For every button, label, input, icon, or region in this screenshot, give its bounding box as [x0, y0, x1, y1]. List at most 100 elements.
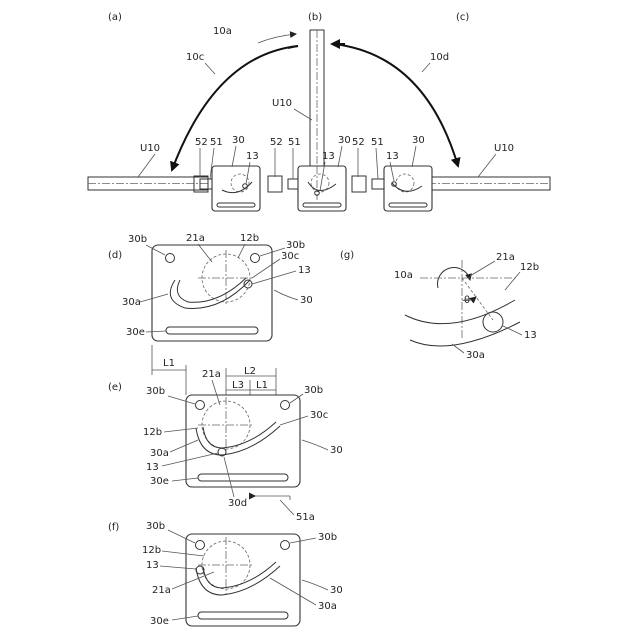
label-30b-right-e: 30b	[304, 385, 323, 396]
label-u10-right: U10	[494, 143, 514, 154]
label-30-c: 30	[412, 135, 425, 146]
label-30b-left-e: 30b	[146, 386, 165, 397]
leader-12b-g	[505, 272, 520, 290]
label-51-b: 51	[288, 137, 301, 148]
label-10a-g: 10a	[394, 270, 413, 281]
label-21a-f: 21a	[152, 585, 171, 596]
leader-51a-e	[280, 500, 294, 515]
label-13-c: 13	[386, 151, 399, 162]
panel-f: (f) 30b 30b 12b 13 21a 30 30a 30e	[108, 521, 343, 627]
label-L1-right-e: L1	[256, 380, 268, 391]
leader-30a-g	[452, 344, 464, 353]
label-13-g: 13	[524, 330, 537, 341]
leader-21a-g	[470, 261, 495, 276]
label-30b-left-f: 30b	[146, 521, 165, 532]
unit-a: 52 51 30 13	[194, 135, 260, 211]
label-30a-e: 30a	[150, 448, 169, 459]
label-30e-f: 30e	[150, 616, 169, 627]
leader-13-g	[503, 326, 522, 335]
label-30e-e: 30e	[150, 476, 169, 487]
label-52-b: 52	[270, 137, 283, 148]
slot-outer-g	[405, 300, 515, 324]
label-13-b: 13	[322, 151, 335, 162]
leader-30-e	[302, 440, 328, 450]
panel-label-a: (a)	[108, 12, 122, 23]
leader-30-b	[338, 146, 342, 167]
label-10d: 10d	[430, 52, 449, 63]
panel-label-b: (b)	[308, 12, 322, 23]
panel-label-c: (c)	[456, 12, 469, 23]
leader-30-c	[412, 146, 416, 167]
panel-top: (a) (b) (c) 10a 10c 10d U10 U10 U10	[88, 12, 550, 211]
leader-30-f	[302, 580, 328, 590]
label-51-a: 51	[210, 137, 223, 148]
leader-30-a	[232, 146, 236, 167]
label-51-c: 51	[371, 137, 384, 148]
label-12b-g: 12b	[520, 262, 539, 273]
label-30-e: 30	[330, 445, 343, 456]
label-u10-center: U10	[272, 98, 292, 109]
panel-label-e: (e)	[108, 382, 122, 393]
slot-30e-c	[389, 203, 427, 207]
label-30b-right-d: 30b	[286, 240, 305, 251]
leader-10d	[422, 63, 430, 72]
slot-30e-f	[198, 612, 288, 619]
leader-u10-center	[294, 109, 312, 120]
block-51-b	[288, 179, 298, 189]
label-L1-left-e: L1	[163, 358, 175, 369]
slot-30e-d	[166, 327, 258, 334]
label-u10-left: U10	[140, 143, 160, 154]
block-51-c	[372, 179, 384, 189]
leader-10c	[205, 63, 215, 74]
label-30a-d: 30a	[122, 297, 141, 308]
label-30-f: 30	[330, 585, 343, 596]
rotation-arrow-10a	[258, 34, 296, 43]
slot-30e-b	[303, 203, 341, 207]
label-12b-e: 12b	[143, 427, 162, 438]
label-13-f: 13	[146, 560, 159, 571]
label-13-e: 13	[146, 462, 159, 473]
panel-label-d: (d)	[108, 250, 122, 261]
label-L2-e: L2	[244, 366, 256, 377]
leader-30-d	[274, 290, 298, 300]
panel-e: (e) L1 L2 L3 L1 21a 30b 30b 30c 12b	[108, 345, 343, 523]
slot-inner-g	[410, 322, 520, 346]
leader-51-c	[376, 148, 378, 179]
label-12b-d: 12b	[240, 233, 259, 244]
label-30b-right-f: 30b	[318, 532, 337, 543]
label-30c-e: 30c	[310, 410, 328, 421]
pin-13-g	[483, 312, 503, 332]
label-10c: 10c	[186, 52, 204, 63]
unit-c: 52 51 30 13	[352, 135, 432, 211]
label-13-d: 13	[298, 265, 311, 276]
block-52-mid-right	[352, 176, 366, 192]
slot-30e-a	[217, 203, 255, 207]
block-52-mid-left	[268, 176, 282, 192]
label-30e-d: 30e	[126, 327, 145, 338]
label-30-b: 30	[338, 135, 351, 146]
label-52-c: 52	[352, 137, 365, 148]
panel-d: (d) 30b 21a 12b 30b 30c 13 30a 30 30e	[108, 233, 313, 341]
label-30c-d: 30c	[281, 251, 299, 262]
panel-g: (g) θ 21a 12b 10a 13 30a	[340, 250, 539, 361]
label-21a-g: 21a	[496, 252, 515, 263]
label-30d-e: 30d	[228, 498, 247, 509]
label-theta-g: θ	[464, 295, 470, 306]
panel-label-g: (g)	[340, 250, 354, 261]
label-30a-f: 30a	[318, 601, 337, 612]
leader-u10-right	[478, 154, 496, 177]
leader-u10-left	[138, 154, 155, 177]
label-51a-e: 51a	[296, 512, 315, 523]
label-13-a: 13	[246, 151, 259, 162]
slot-30e-e	[198, 474, 288, 481]
label-30a-g: 30a	[466, 350, 485, 361]
label-21a-e: 21a	[202, 369, 221, 380]
label-L3-e: L3	[232, 380, 244, 391]
label-10a: 10a	[213, 26, 232, 37]
label-21a-d: 21a	[186, 233, 205, 244]
block-51-a	[200, 179, 212, 189]
label-30b-left-d: 30b	[128, 234, 147, 245]
label-12b-f: 12b	[142, 545, 161, 556]
